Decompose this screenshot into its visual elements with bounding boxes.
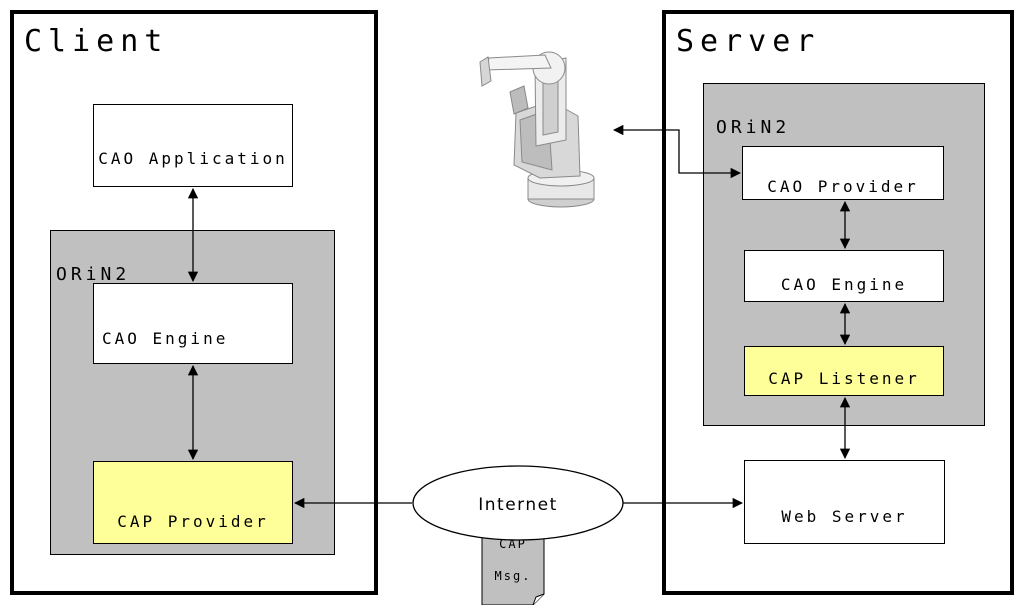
- server-title: Server: [676, 24, 821, 59]
- robot-arm-icon: [479, 51, 595, 208]
- client-orin2-title: ORiN2: [56, 264, 131, 285]
- web-server-box: Web Server: [744, 460, 945, 544]
- web-server-label: Web Server: [781, 507, 908, 526]
- server-cao-engine-label: CAO Engine: [780, 275, 908, 294]
- internet-cloud: [412, 465, 624, 541]
- arrow-robot-to-cao-provider: [612, 124, 742, 179]
- cao-application-box: CAO Application: [93, 104, 293, 187]
- cap-listener-label: CAP Listener: [768, 369, 920, 388]
- client-title: Client: [24, 24, 169, 59]
- cap-provider-box: CAP Provider: [93, 461, 293, 544]
- cap-msg-line2: Msg.: [495, 569, 532, 583]
- internet-label: Internet: [478, 495, 558, 515]
- cao-provider-box: CAO Provider: [742, 146, 944, 200]
- cao-application-label: CAO Application: [98, 149, 288, 168]
- server-cao-engine-box: CAO Engine: [744, 250, 944, 302]
- cao-provider-label: CAO Provider: [767, 177, 919, 196]
- document-icon: [481, 522, 545, 605]
- cap-listener-box: CAP Listener: [744, 346, 944, 396]
- client-cao-engine-box: CAO Engine: [93, 283, 293, 364]
- client-cao-engine-label: CAO Engine: [102, 329, 229, 348]
- cap-provider-label: CAP Provider: [117, 512, 269, 531]
